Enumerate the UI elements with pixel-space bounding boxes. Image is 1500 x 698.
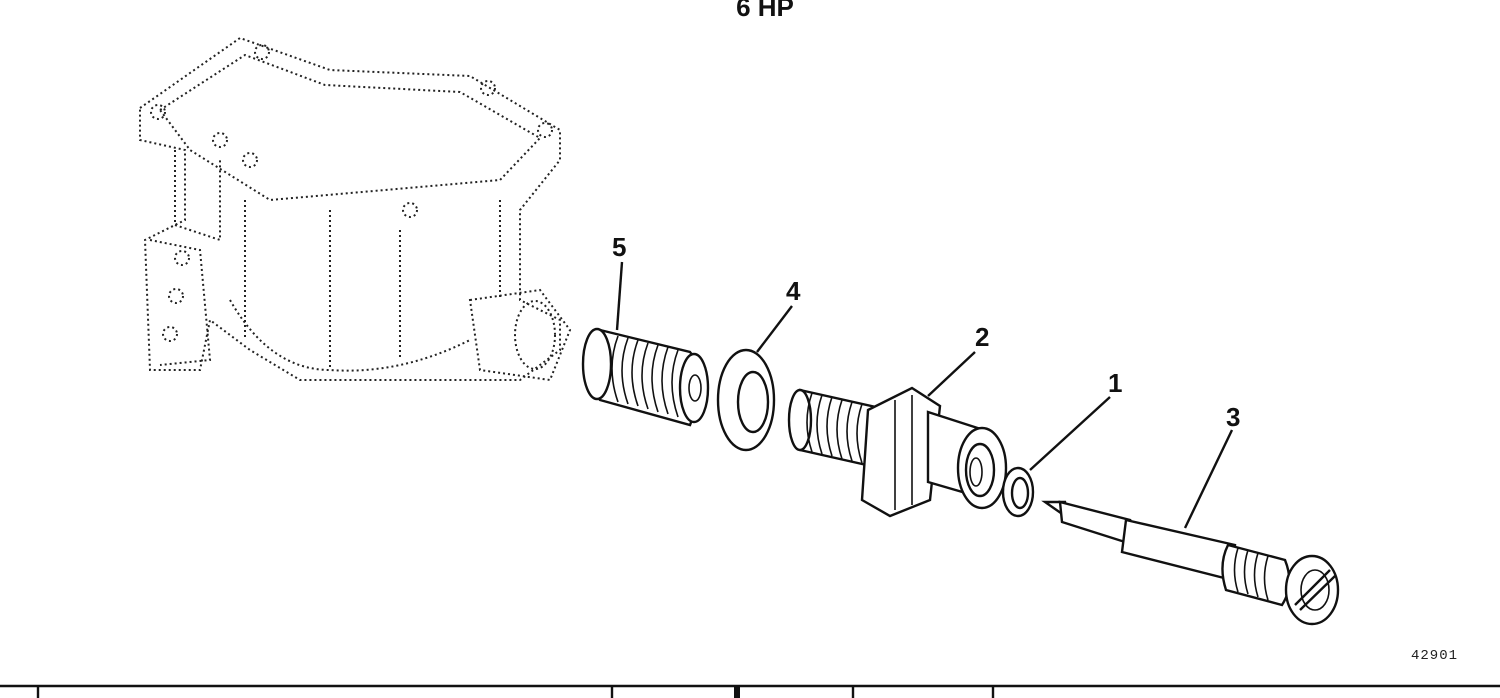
leader-line-5 [615,261,624,331]
callout-5: 5 [612,232,627,262]
leader-lines [615,261,1234,529]
table-border [0,684,1500,698]
callout-4: 4 [786,276,801,306]
callout-2: 2 [975,322,990,352]
part-1-o-ring [1001,466,1035,518]
catalog-number: 42901 [1410,648,1458,664]
leader-line-1 [1029,396,1111,471]
part-3-needle-valve [1041,500,1340,626]
part-5-jet [581,327,710,427]
part-2-jet-holder [787,386,1008,518]
leader-line-2 [927,351,976,397]
callout-1: 1 [1108,368,1123,398]
leader-line-4 [756,305,793,353]
callout-3: 3 [1226,402,1241,432]
part-4-washer [716,348,776,452]
diagram-title: 6 HP [736,0,794,22]
leader-line-3 [1183,429,1234,529]
carburetor-body-outline [139,36,572,382]
